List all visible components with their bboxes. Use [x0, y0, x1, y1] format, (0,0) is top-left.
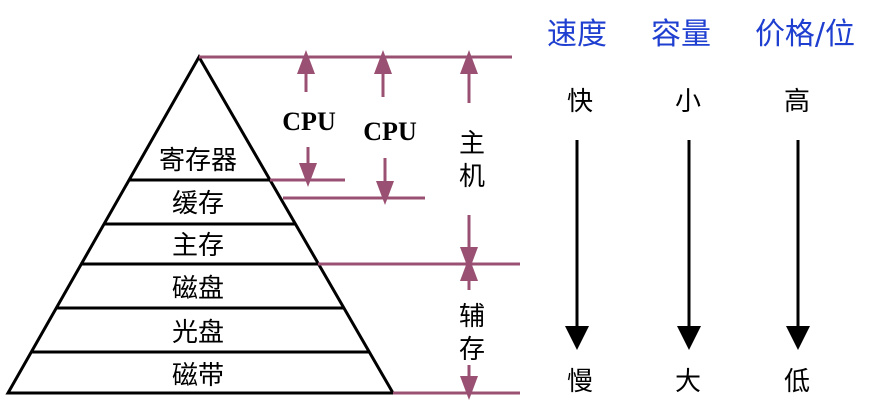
price-per-bit-header: 价格/位 — [755, 17, 855, 52]
level-main-memory: 主存 — [172, 231, 224, 261]
price-bottom: 低 — [784, 367, 810, 397]
cpu-label-2: CPU — [363, 117, 417, 146]
host-label-1: 主 — [459, 129, 485, 159]
pyramid — [5, 53, 396, 395]
speed-bottom: 慢 — [567, 367, 593, 397]
capacity-header: 容量 — [651, 17, 711, 52]
speed-header: 速度 — [547, 17, 607, 52]
brackets — [199, 50, 520, 400]
capacity-top: 小 — [675, 87, 701, 117]
pyramid-outline — [5, 53, 396, 395]
capacity-bottom: 大 — [675, 367, 701, 397]
level-disk: 磁盘 — [172, 274, 224, 304]
level-cache: 缓存 — [172, 189, 224, 219]
speed-top: 快 — [567, 87, 593, 117]
host-label-2: 机 — [459, 162, 485, 192]
cpu-label-1: CPU — [282, 107, 336, 136]
aux-label-2: 存 — [459, 335, 485, 365]
level-registers: 寄存器 — [159, 146, 237, 176]
level-tape: 磁带 — [172, 361, 224, 391]
aux-label-1: 辅 — [459, 302, 485, 332]
level-optical-disk: 光盘 — [172, 318, 224, 348]
price-top: 高 — [784, 87, 810, 117]
